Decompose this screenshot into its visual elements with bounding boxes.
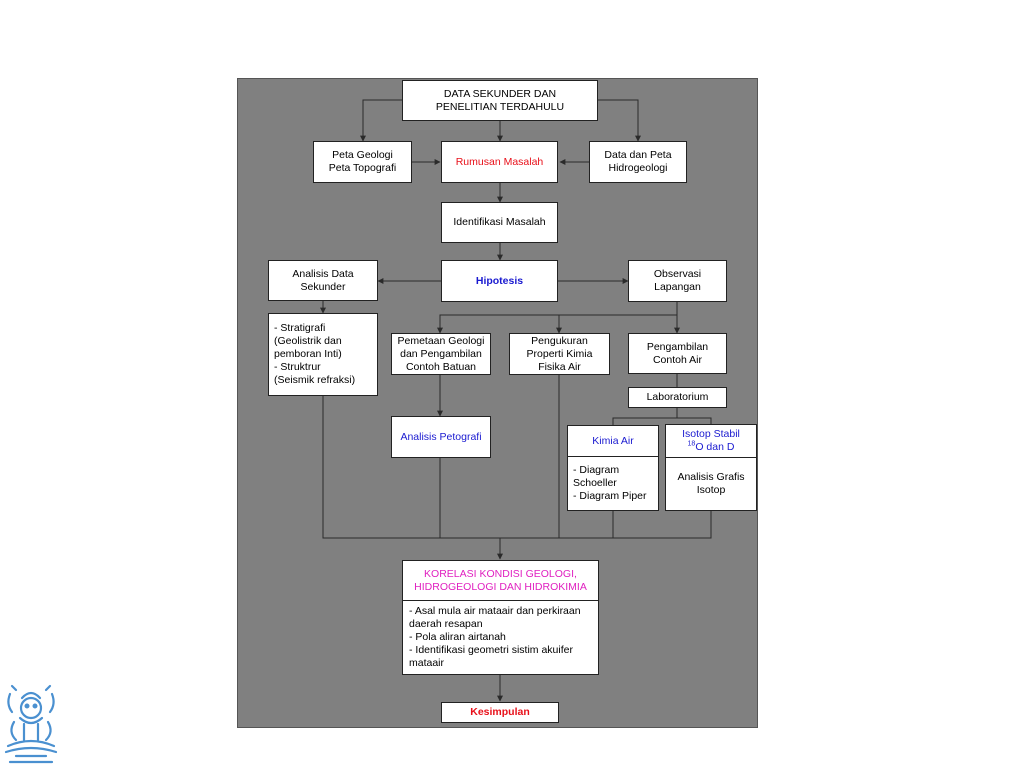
laboratorium-label: Laboratorium [646, 391, 709, 403]
hipotesis-label: Hipotesis [475, 274, 524, 287]
pengambilan-contoh-air-label: Pengambilan Contoh Air [646, 340, 709, 366]
stratigrafi-list: - Stratigrafi (Geolistrik dan pemboran I… [274, 322, 356, 386]
laboratorium-box: Laboratorium [628, 387, 727, 408]
korelasi-list-box: - Asal mula air mataair dan perkiraan da… [402, 600, 599, 675]
pengukuran-properti-box: Pengukuran Properti Kimia Fisika Air [509, 333, 610, 375]
observasi-lapangan-box: Observasi Lapangan [628, 260, 727, 302]
data-peta-hidrogeologi-box: Data dan Peta Hidrogeologi [589, 141, 687, 183]
analisis-petografi-label: Analisis Petografi [400, 430, 482, 443]
korelasi-title-box: KORELASI KONDISI GEOLOGI, HIDROGEOLOGI D… [402, 560, 599, 601]
pengukuran-properti-label: Pengukuran Properti Kimia Fisika Air [526, 334, 593, 373]
rumusan-masalah-label: Rumusan Masalah [455, 155, 544, 168]
pengambilan-contoh-air-box: Pengambilan Contoh Air [628, 333, 727, 374]
pemetaan-geologi-label: Pemetaan Geologi dan Pengambilan Contoh … [397, 334, 485, 373]
observasi-lapangan-label: Observasi Lapangan [653, 268, 702, 293]
stratigrafi-box: - Stratigrafi (Geolistrik dan pemboran I… [268, 313, 378, 396]
kesimpulan-box: Kesimpulan [441, 702, 559, 723]
isotop-stabil-title: Isotop Stabil [682, 428, 740, 440]
data-peta-hidrogeologi-label: Data dan Peta Hidrogeologi [604, 149, 672, 174]
data-sekunder-label: DATA SEKUNDER DAN PENELITIAN TERDAHULU [435, 87, 565, 113]
connector-lab-branch [612, 408, 712, 425]
data-sekunder-box: DATA SEKUNDER DAN PENELITIAN TERDAHULU [402, 80, 598, 121]
isotop-rest: O dan D [695, 441, 735, 453]
pemetaan-geologi-box: Pemetaan Geologi dan Pengambilan Contoh … [391, 333, 491, 375]
kimia-air-label: Kimia Air [592, 434, 634, 447]
kesimpulan-label: Kesimpulan [470, 706, 530, 718]
analisis-petografi-box: Analisis Petografi [391, 416, 491, 458]
connector-collector [322, 375, 712, 539]
peta-geologi-label: Peta Geologi Peta Topografi [328, 149, 397, 174]
korelasi-title: KORELASI KONDISI GEOLOGI, HIDROGEOLOGI D… [414, 567, 587, 593]
identifikasi-masalah-box: Identifikasi Masalah [441, 202, 558, 243]
analisis-grafis-label: Analisis Grafis Isotop [677, 471, 745, 496]
connector-top-to-data-peta [598, 99, 641, 142]
analisis-grafis-box: Analisis Grafis Isotop [665, 457, 757, 511]
institution-logo-icon [4, 684, 58, 764]
identifikasi-masalah-label: Identifikasi Masalah [453, 216, 546, 228]
analisis-data-sekunder-label: Analisis Data Sekunder [292, 267, 354, 293]
connector-top-to-peta-geologi [360, 99, 402, 142]
hipotesis-box: Hipotesis [441, 260, 558, 302]
kimia-air-list-box: - Diagram Schoeller - Diagram Piper [567, 456, 659, 511]
kimia-air-list: - Diagram Schoeller - Diagram Piper [573, 464, 647, 502]
korelasi-list: - Asal mula air mataair dan perkiraan da… [409, 605, 581, 669]
kimia-air-box: Kimia Air [567, 425, 659, 457]
rumusan-masalah-box: Rumusan Masalah [441, 141, 558, 183]
analisis-data-sekunder-box: Analisis Data Sekunder [268, 260, 378, 301]
isotop-sup: 18 [687, 440, 696, 448]
peta-geologi-box: Peta Geologi Peta Topografi [313, 141, 412, 183]
